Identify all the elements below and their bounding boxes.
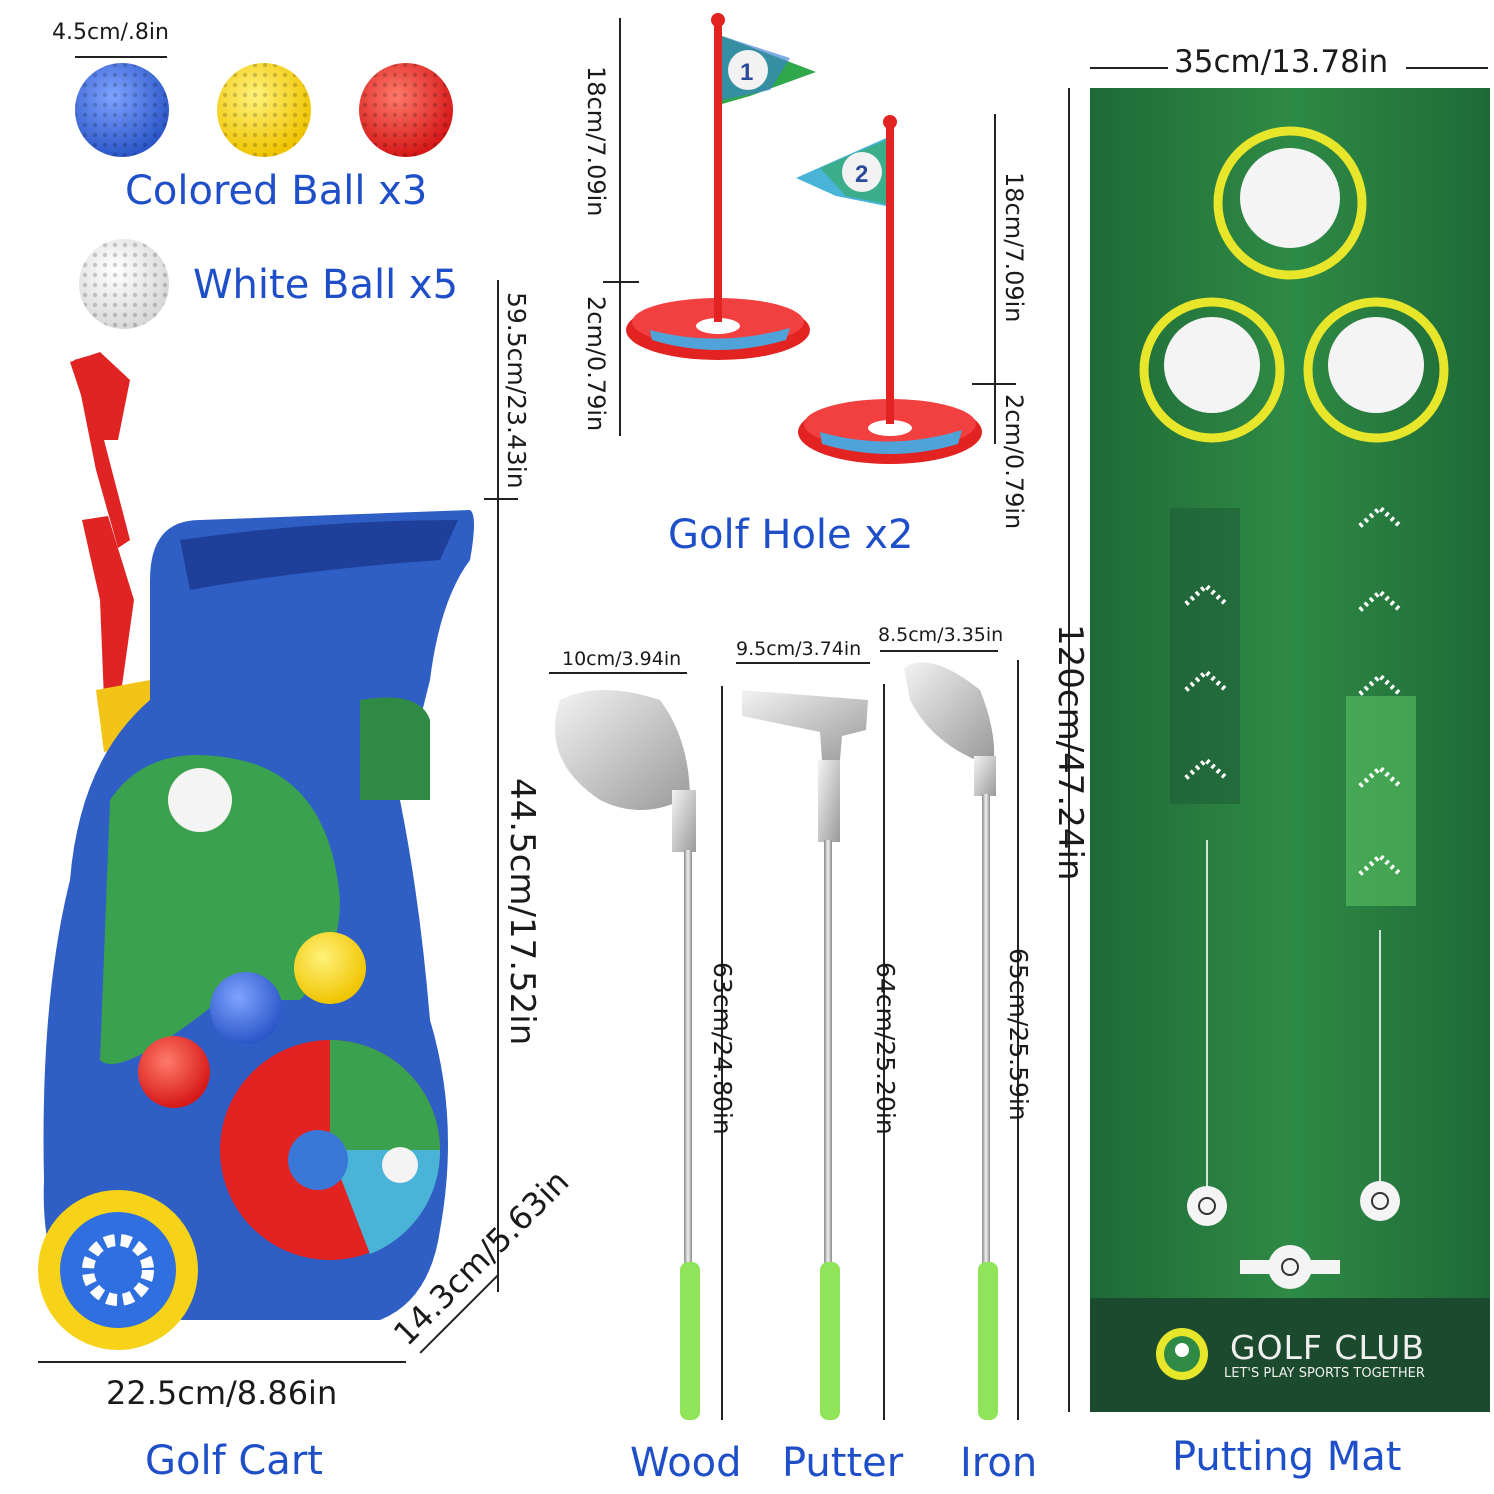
wood-club (555, 690, 700, 1420)
colored-ball-caption: Colored Ball x3 (125, 168, 428, 214)
cart-width-dimension-line (38, 1361, 406, 1363)
ball-size-label: 4.5cm/.8in (52, 20, 169, 45)
mat-width-dimension-line-right (1406, 67, 1488, 69)
wood-head-label: 10cm/3.94in (562, 648, 682, 670)
wood-length-label: 63cm/24.80in (708, 962, 737, 1135)
putter-length-label: 64cm/25.20in (871, 962, 900, 1135)
golf-cart-caption: Golf Cart (145, 1438, 323, 1484)
right-target (1303, 297, 1449, 443)
mat-width-label: 35cm/13.78in (1174, 44, 1389, 80)
putter-head-dimension-line (736, 662, 870, 664)
iron-head-label: 8.5cm/3.35in (878, 624, 1004, 646)
golf-hole-2: 2 (796, 115, 982, 464)
flag-2-number: 2 (855, 161, 868, 188)
hole1-height-dimension-line (619, 18, 621, 436)
putting-mat (1090, 88, 1490, 1412)
cart-body-height-label: 44.5cm/17.52in (502, 778, 542, 1046)
mat-brand-title: GOLF CLUB (1230, 1328, 1425, 1367)
red-ball (359, 63, 453, 157)
mat-length-label: 120cm/47.24in (1050, 624, 1090, 881)
wood-length-dimension-line (721, 686, 723, 1420)
iron-length-dimension-line (1017, 660, 1019, 1420)
cart-total-height-label: 59.5cm/23.43in (502, 292, 531, 489)
top-target (1213, 126, 1367, 280)
hole1-pole-height-label: 18cm/7.09in (582, 66, 610, 217)
hole2-height-dimension-line (994, 114, 996, 444)
iron-length-label: 65cm/25.59in (1004, 948, 1033, 1121)
wood-caption: Wood (630, 1440, 742, 1486)
flag-1-number: 1 (740, 59, 753, 86)
golf-hole-1: 1 (626, 13, 816, 360)
golf-club-logo (1156, 1328, 1208, 1380)
golf-hole-caption: Golf Hole x2 (668, 512, 914, 558)
golf-cart (38, 352, 474, 1350)
mat-width-dimension-line-left (1090, 67, 1168, 69)
iron-club (904, 662, 998, 1420)
putter-caption: Putter (782, 1440, 904, 1486)
hole2-base-height-label: 2cm/0.79in (1000, 394, 1028, 530)
yellow-ball (217, 63, 311, 157)
putter-head-label: 9.5cm/3.74in (736, 638, 862, 660)
hole1-base-height-label: 2cm/0.79in (582, 296, 610, 432)
putter-length-dimension-line (883, 684, 885, 1420)
white-ball (79, 239, 169, 329)
iron-caption: Iron (960, 1440, 1038, 1486)
cart-height-dimension-line (497, 280, 499, 1292)
iron-head-dimension-line (880, 650, 998, 652)
putting-mat-caption: Putting Mat (1172, 1434, 1402, 1480)
lane-arrows (1184, 504, 1402, 876)
white-ball-caption: White Ball x5 (193, 262, 459, 308)
hole2-pole-height-label: 18cm/7.09in (1000, 172, 1028, 323)
blue-ball (75, 63, 169, 157)
cart-width-label: 22.5cm/8.86in (106, 1374, 338, 1412)
left-target (1139, 297, 1285, 443)
mat-length-dimension-line (1068, 88, 1070, 1412)
wood-head-dimension-line (549, 672, 687, 674)
putter-club (742, 690, 868, 1420)
ball-size-dimension-line (75, 56, 167, 58)
mat-brand-tagline: LET'S PLAY SPORTS TOGETHER (1224, 1366, 1425, 1381)
